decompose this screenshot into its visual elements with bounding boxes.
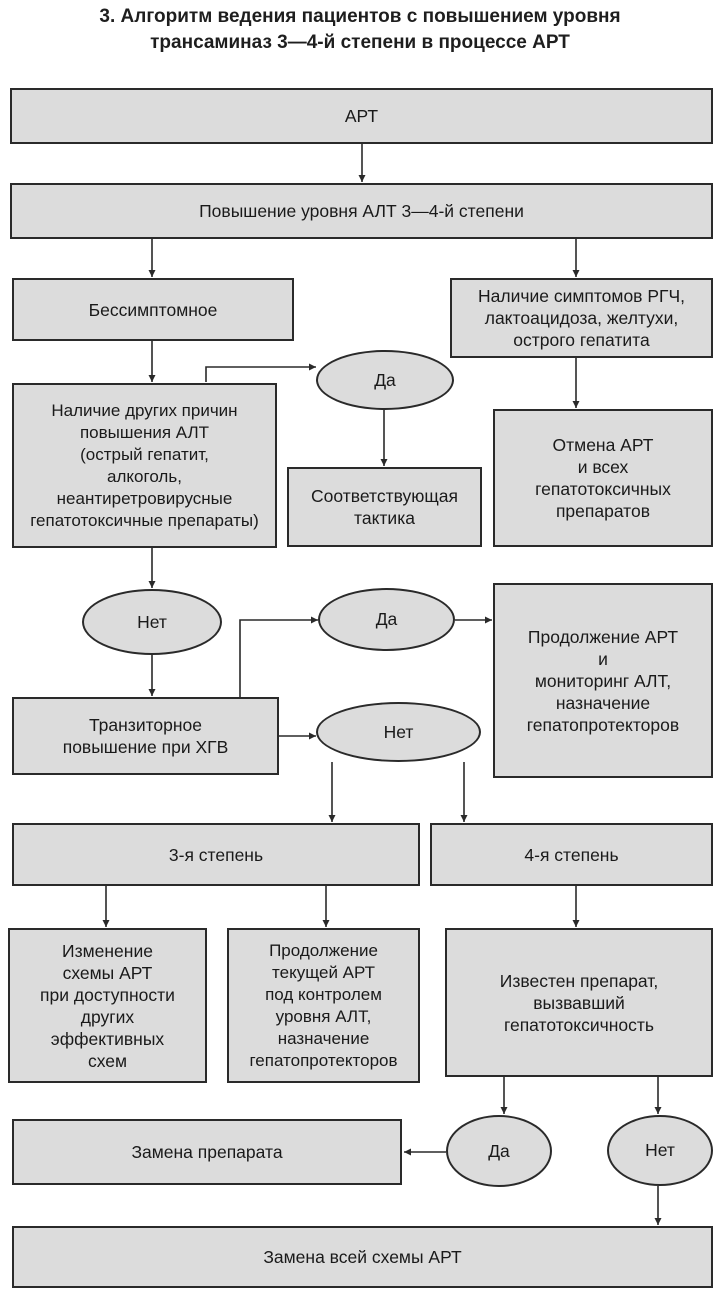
appropriate-tactics-box: Соответствующая тактика	[287, 467, 482, 547]
no-decision-2: Нет	[316, 702, 481, 762]
art-box: АРТ	[10, 88, 713, 144]
change-scheme-box: Изменение схемы АРТ при доступности друг…	[8, 928, 207, 1083]
grade4-box: 4-я степень	[430, 823, 713, 886]
no-decision-1: Нет	[82, 589, 222, 655]
title-line-2: трансаминаз 3—4-й степени в процессе АРТ	[150, 32, 570, 53]
grade3-box: 3-я степень	[12, 823, 420, 886]
replace-scheme-box: Замена всей схемы АРТ	[12, 1226, 713, 1288]
asymptomatic-box: Бессимптомное	[12, 278, 294, 341]
alt-increase-box: Повышение уровня АЛТ 3—4-й степени	[10, 183, 713, 239]
yes-decision-2: Да	[318, 588, 455, 651]
cancel-art-box: Отмена АРТ и всех гепатотоксичных препар…	[493, 409, 713, 547]
other-causes-box: Наличие других причин повышения АЛТ (ост…	[12, 383, 277, 548]
known-drug-box: Известен препарат, вызвавший гепатотокси…	[445, 928, 713, 1077]
no-decision-3: Нет	[607, 1115, 713, 1186]
title-line-1: 3. Алгоритм ведения пациентов с повышени…	[99, 6, 621, 27]
transient-box: Транзиторное повышение при ХГВ	[12, 697, 279, 775]
yes-decision-3: Да	[446, 1115, 552, 1187]
continue-current-art-box: Продолжение текущей АРТ под контролем ур…	[227, 928, 420, 1083]
continue-art-box: Продолжение АРТ и мониторинг АЛТ, назнач…	[493, 583, 713, 778]
symptoms-box: Наличие симптомов РГЧ, лактоацидоза, жел…	[450, 278, 713, 358]
yes-decision-1: Да	[316, 350, 454, 410]
diagram-title: 3. Алгоритм ведения пациентов с повышени…	[0, 4, 720, 56]
replace-drug-box: Замена препарата	[12, 1119, 402, 1185]
